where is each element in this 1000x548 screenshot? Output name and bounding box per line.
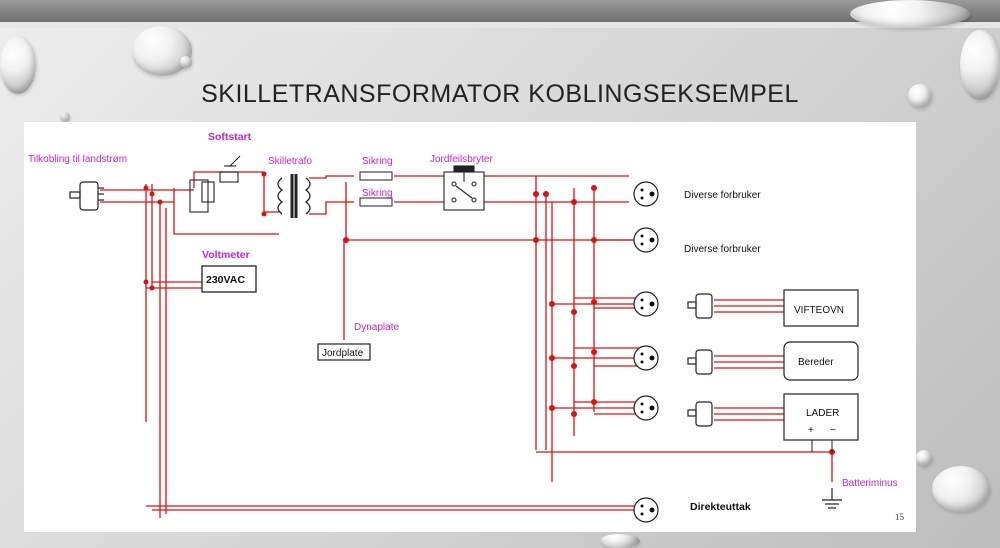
water-drop-decoration: [850, 0, 970, 28]
socket-pins: [640, 188, 655, 516]
top-bar-highlight: [0, 22, 1000, 28]
page-number: 15: [895, 512, 904, 522]
ground-plate-label: Jordplate: [322, 348, 364, 359]
water-drop-decoration: [132, 26, 192, 76]
top-bar: [0, 0, 1000, 22]
ground-symbol-icon: [822, 488, 842, 509]
fuse-label-2: Sikring: [362, 188, 393, 199]
load-box-charger: LADER + −: [783, 393, 859, 441]
dynaplate-label: Dynaplate: [354, 322, 399, 333]
rcd-label: Jordfeilsbryter: [430, 154, 493, 165]
water-drop-decoration: [960, 30, 1000, 100]
diagram-panel: 230VAC Jordplate VIFTEOVN Bereder LADER …: [24, 122, 916, 532]
water-drop-decoration: [600, 534, 640, 548]
water-drop-decoration: [60, 112, 70, 122]
voltmeter-display: 230VAC: [206, 274, 245, 286]
slide-title: SKILLETRANSFORMATOR KOBLINGSEKSEMPEL: [201, 80, 799, 108]
shore-connection-label: Tilkobling til landstrøm: [28, 154, 127, 165]
consumer-label-2: Diverse forbruker: [684, 244, 761, 255]
boiler-label: Bereder: [798, 357, 834, 368]
consumer-label-1: Diverse forbruker: [684, 190, 761, 201]
water-drop-decoration: [180, 56, 192, 68]
charger-label: LADER: [806, 408, 839, 419]
water-drop-decoration: [0, 36, 36, 94]
wiring-diagram: 230VAC Jordplate VIFTEOVN Bereder LADER …: [28, 131, 898, 523]
battery-minus-label: Batteriminus: [842, 478, 898, 489]
plug-icon: [687, 293, 713, 427]
water-drop-decoration: [916, 450, 932, 466]
direct-outlet-label: Direkteuttak: [690, 501, 751, 513]
load-box-heater: VIFTEOVN: [783, 289, 859, 327]
socket-outlet-icon: [633, 181, 659, 523]
charger-minus: −: [830, 425, 836, 436]
softstart-label: Softstart: [208, 131, 252, 143]
transformer-icon: [277, 174, 311, 218]
water-drop-decoration: [932, 466, 990, 512]
softstart-unit: [189, 155, 241, 213]
charger-plus: +: [808, 425, 814, 436]
rcd-breaker-icon: [443, 165, 485, 211]
fuse-icon: [359, 171, 393, 207]
junction-dots: [143, 171, 835, 455]
voltmeter-box: 230VAC: [201, 265, 257, 293]
heater-label: VIFTEOVN: [794, 305, 844, 316]
water-drop-decoration: [908, 84, 932, 108]
voltmeter-label: Voltmeter: [202, 249, 250, 261]
load-box-boiler: Bereder: [783, 341, 859, 381]
ground-plate-box: Jordplate: [317, 343, 371, 361]
fuse-label-1: Sikring: [362, 156, 393, 167]
transformer-label: Skilletrafo: [268, 156, 312, 167]
wires: [100, 171, 833, 518]
shore-plug-icon: [69, 181, 104, 211]
